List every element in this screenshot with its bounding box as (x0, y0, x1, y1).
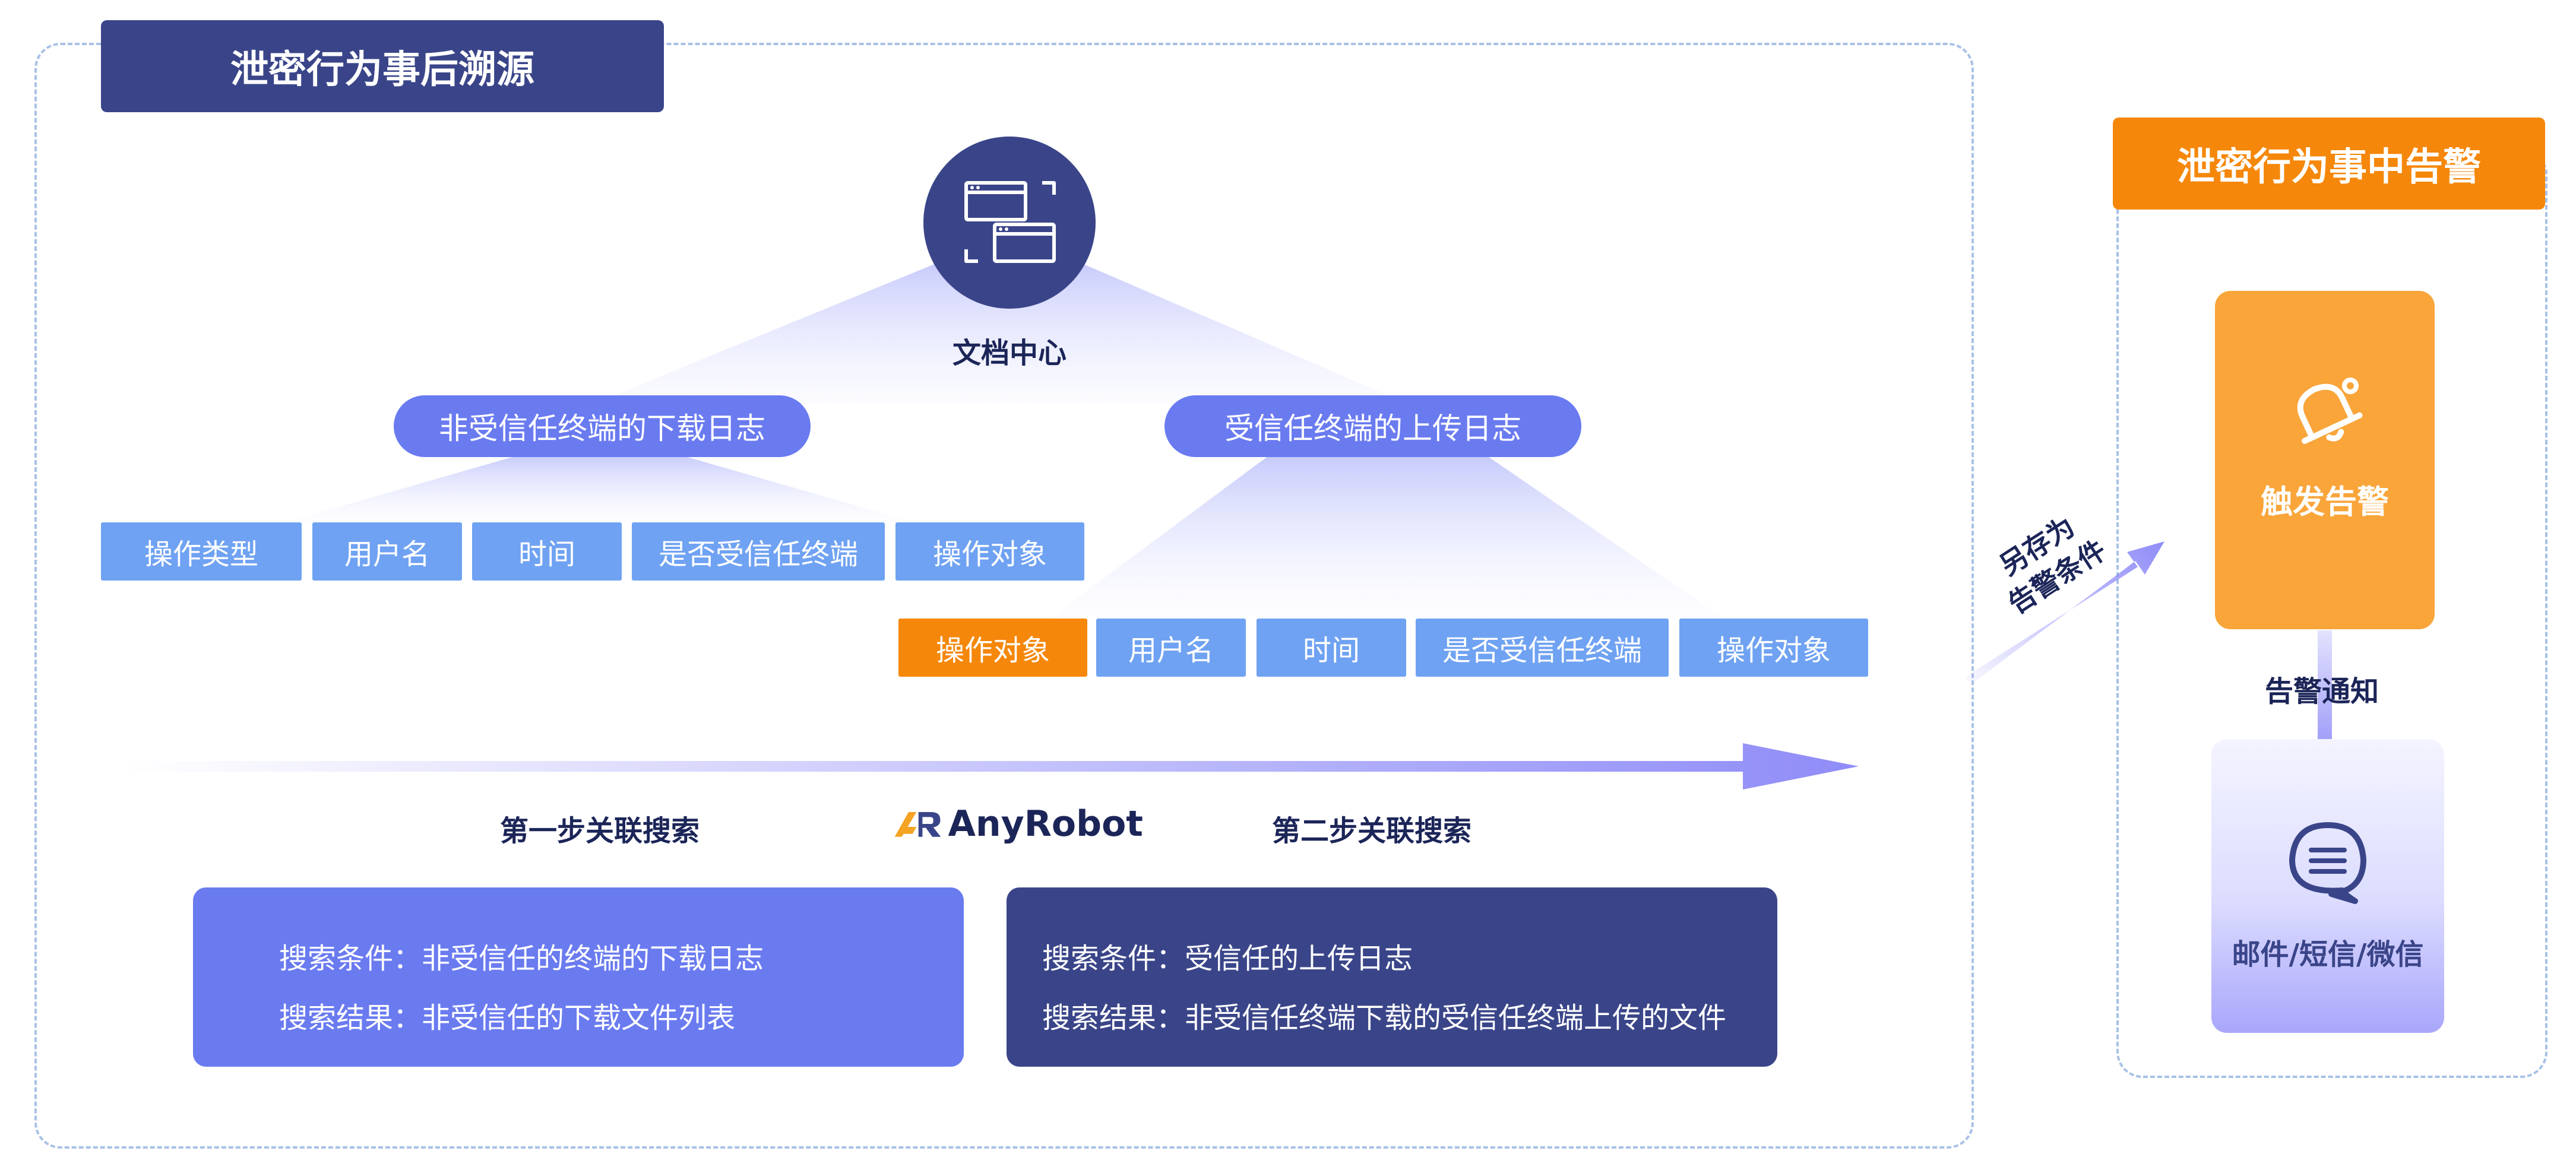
cone-center (594, 255, 1407, 404)
folders-icon (923, 137, 1096, 309)
right-field-operation-object-highlight: 操作对象 (898, 619, 1087, 677)
right-field-username: 用户名 (1096, 619, 1246, 677)
right-field-operation-object: 操作对象 (1679, 619, 1868, 677)
step2-label: 第二步关联搜索 (1271, 814, 1471, 848)
main-flow-arrow (125, 743, 1859, 789)
save-as-arrow (1966, 541, 2164, 685)
cone-left (285, 454, 914, 522)
panel-right-title: 泄密行为事中告警 (2113, 118, 2545, 210)
trigger-alert-label: 触发告警 (2261, 483, 2389, 521)
channels-label: 邮件/短信/微信 (2232, 938, 2424, 971)
result-right-condition: 搜索条件：受信任的上传日志 (1042, 942, 1413, 975)
chat-bubble-icon (2280, 813, 2375, 908)
result-right-result: 搜索结果：非受信任终端下载的受信任终端上传的文件 (1042, 1001, 1727, 1035)
notify-label: 告警通知 (2264, 675, 2379, 708)
left-field-operation-type: 操作类型 (101, 522, 302, 581)
center-node-label: 文档中心 (952, 337, 1067, 370)
result-box-left: 搜索条件：非受信任的终端的下载日志 搜索结果：非受信任的下载文件列表 (193, 887, 964, 1067)
result-left-condition: 搜索条件：非受信任的终端的下载日志 (279, 942, 764, 975)
panel-left-title: 泄密行为事后溯源 (101, 20, 664, 112)
left-field-time: 时间 (472, 522, 622, 581)
bell-icon (2280, 368, 2369, 457)
result-left-result: 搜索结果：非受信任的下载文件列表 (279, 1001, 736, 1035)
branch-left-pill: 非受信任终端的下载日志 (394, 395, 811, 457)
trigger-alert-card: 触发告警 (2215, 291, 2435, 629)
branch-right-pill: 受信任终端的上传日志 (1164, 395, 1581, 457)
result-box-right: 搜索条件：受信任的上传日志 搜索结果：非受信任终端下载的受信任终端上传的文件 (1007, 887, 1777, 1067)
step1-label: 第一步关联搜索 (499, 814, 700, 848)
right-field-trusted-terminal: 是否受信任终端 (1416, 619, 1669, 677)
notification-card: 邮件/短信/微信 (2211, 739, 2444, 1033)
anyrobot-logo-text: AnyRobot (948, 803, 1143, 845)
left-field-operation-object: 操作对象 (895, 522, 1084, 581)
left-panel-frame (34, 43, 1974, 1149)
cone-right (1051, 454, 1722, 617)
left-field-username: 用户名 (312, 522, 462, 581)
left-field-trusted-terminal: 是否受信任终端 (632, 522, 885, 581)
anyrobot-logo: AnyRobot (894, 800, 1143, 848)
anyrobot-logo-mark (894, 811, 941, 837)
notify-arrow (2298, 630, 2352, 772)
right-field-time: 时间 (1257, 619, 1406, 677)
